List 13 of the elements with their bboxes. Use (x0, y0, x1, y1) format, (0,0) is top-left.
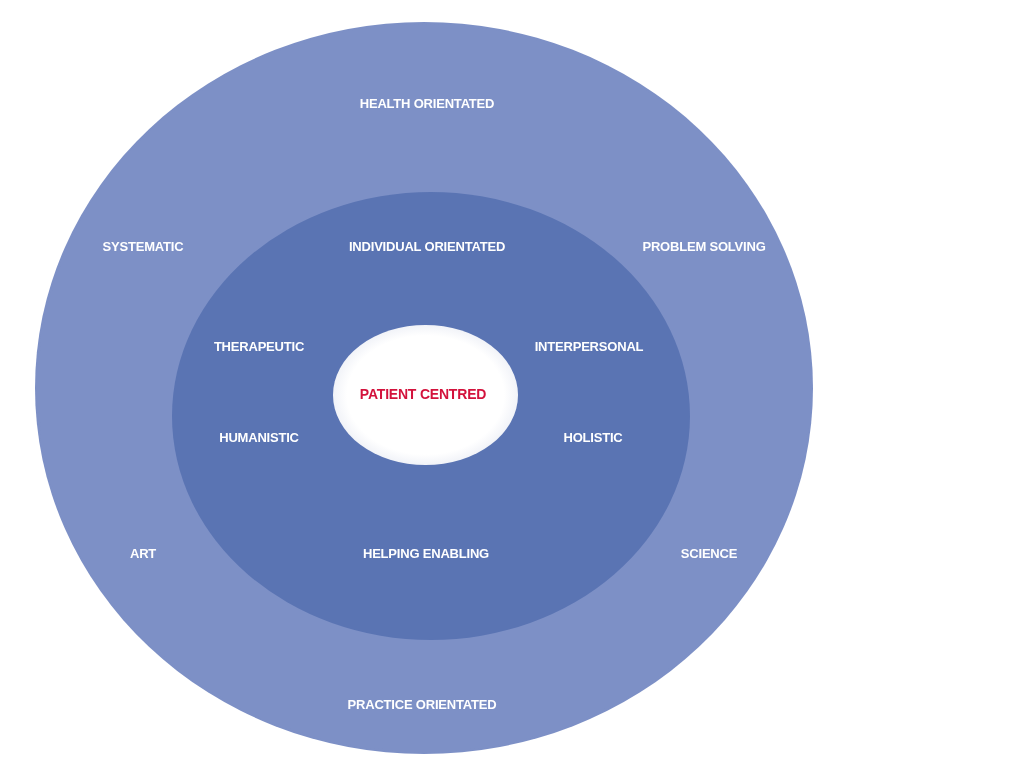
ring-label: SCIENCE (680, 545, 738, 561)
ring-label: PATIENT CENTRED (359, 386, 487, 402)
ring-label: HUMANISTIC (219, 429, 299, 445)
ring-label: HEALTH ORIENTATED (359, 95, 495, 111)
ring-label: INTERPERSONAL (534, 338, 644, 354)
ring-label: SYSTEMATIC (102, 238, 184, 254)
ring-label: ART (129, 545, 157, 561)
ring-label: HELPING ENABLING (362, 545, 490, 561)
ring-label: THERAPEUTIC (213, 338, 305, 354)
ring-label: INDIVIDUAL ORIENTATED (348, 238, 506, 254)
ring-label: PRACTICE ORIENTATED (347, 696, 497, 712)
ring-label: PROBLEM SOLVING (642, 238, 766, 254)
ring-label: HOLISTIC (563, 429, 623, 445)
